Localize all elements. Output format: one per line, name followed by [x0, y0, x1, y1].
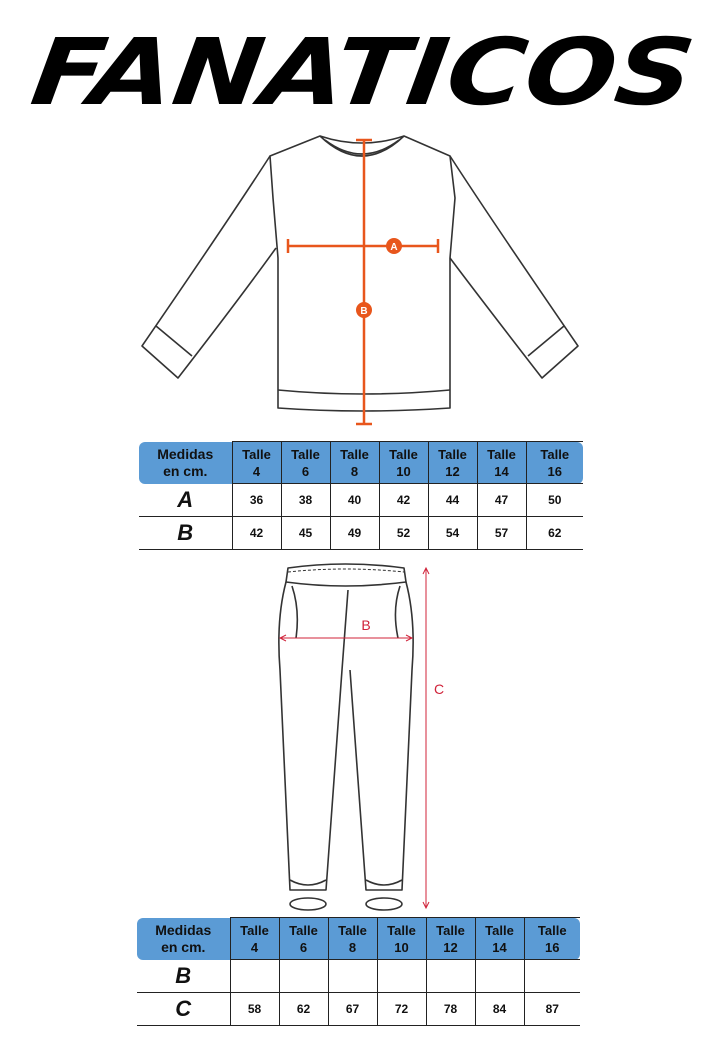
table-cell	[376, 959, 427, 993]
row-label: B	[137, 959, 231, 993]
table-cell	[327, 959, 378, 993]
row-label: B	[139, 516, 233, 550]
table-cell	[523, 959, 580, 993]
table-cell: 87	[523, 992, 580, 1026]
table-cell: 47	[476, 483, 527, 517]
row-label: A	[139, 483, 233, 517]
row-label: C	[137, 992, 231, 1026]
brand-name: FANATICOS	[25, 22, 700, 122]
table-cell: 45	[280, 516, 331, 550]
table-cell: 62	[525, 516, 583, 550]
table-cell: 49	[329, 516, 380, 550]
table-cell	[425, 959, 476, 993]
table-cell: 50	[525, 483, 583, 517]
table-cell: 52	[378, 516, 429, 550]
measure-b-label: B	[360, 306, 367, 317]
table-cell: 58	[229, 992, 280, 1026]
table-cell: 44	[427, 483, 478, 517]
table-cell: 54	[427, 516, 478, 550]
table-cell: 38	[280, 483, 331, 517]
table-cell: 36	[231, 483, 282, 517]
table-cell	[278, 959, 329, 993]
table-cell: 42	[378, 483, 429, 517]
table-row: B	[137, 959, 580, 993]
table-cell: 78	[425, 992, 476, 1026]
pants-diagram: B C	[278, 563, 444, 911]
table-cell	[474, 959, 525, 993]
table-cell	[229, 959, 280, 993]
measure-c-label: C	[434, 681, 444, 697]
table-cell: 62	[278, 992, 329, 1026]
measure-b-label: B	[361, 617, 370, 633]
table-row: B 42 45 49 52 54 57 62	[139, 516, 583, 550]
table-row: A 36 38 40 42 44 47 50	[139, 483, 583, 517]
measure-a-label: A	[390, 242, 397, 253]
table-cell: 57	[476, 516, 527, 550]
table-cell: 84	[474, 992, 525, 1026]
table-row: C 58 62 67 72 78 84 87	[137, 992, 580, 1026]
table-cell: 72	[376, 992, 427, 1026]
sweatshirt-diagram: A B	[141, 135, 579, 426]
measurement-lines	[286, 138, 440, 426]
table-cell: 40	[329, 483, 380, 517]
table-cell: 67	[327, 992, 378, 1026]
brand-logo: FANATICOS	[25, 22, 700, 122]
table-cell: 42	[231, 516, 282, 550]
